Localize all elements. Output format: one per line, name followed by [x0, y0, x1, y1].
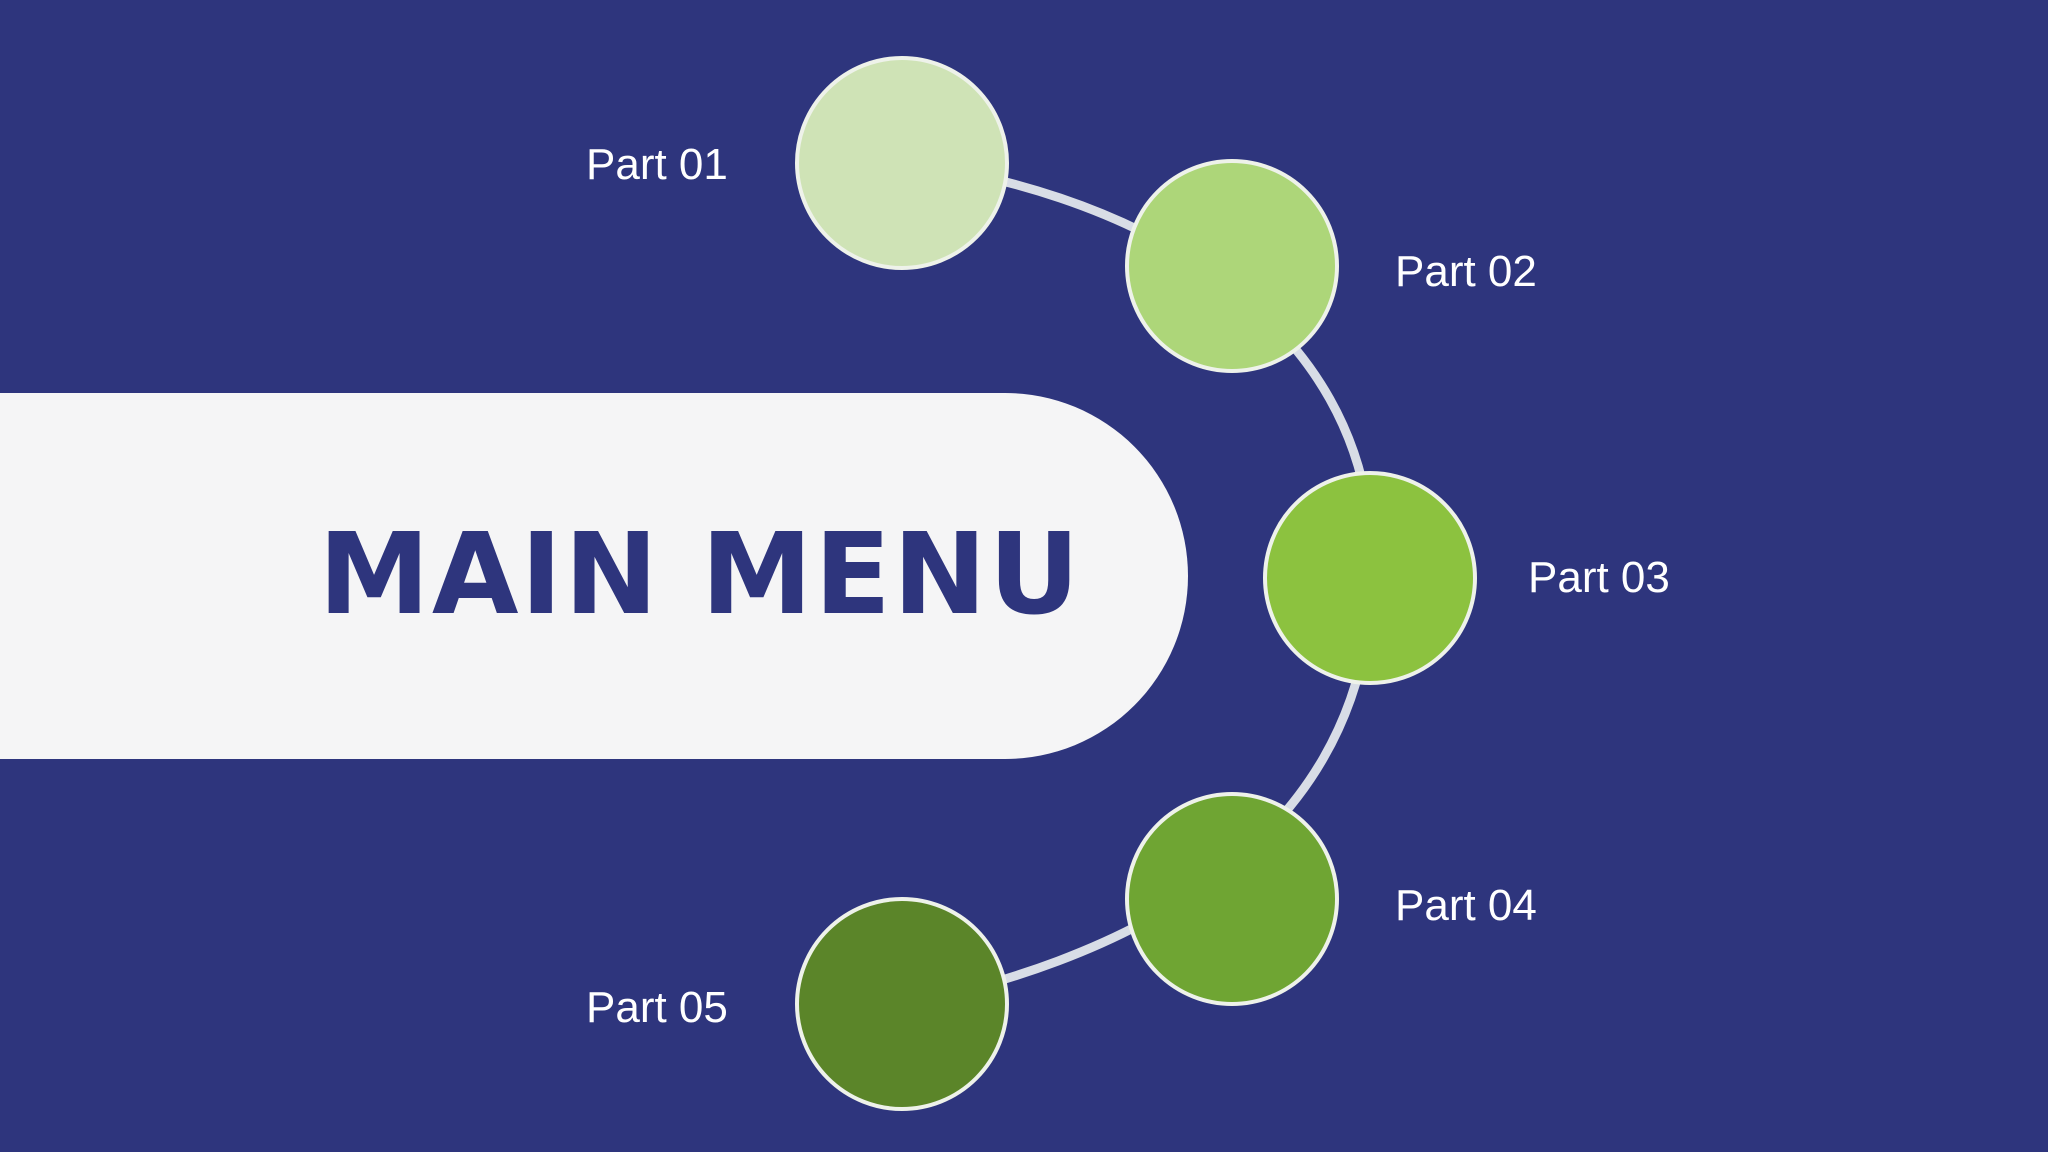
part-03-label[interactable]: Part 03	[1528, 553, 1670, 602]
part-03-circle[interactable]	[1263, 471, 1477, 685]
part-02-circle[interactable]	[1125, 159, 1339, 373]
slide-title: MAIN MENU	[318, 510, 1082, 640]
part-01-circle[interactable]	[795, 56, 1009, 270]
part-05-label[interactable]: Part 05	[586, 983, 728, 1032]
part-02-label[interactable]: Part 02	[1395, 247, 1537, 296]
part-01-label[interactable]: Part 01	[586, 140, 728, 189]
part-04-label[interactable]: Part 04	[1395, 881, 1537, 930]
part-05-circle[interactable]	[795, 897, 1009, 1111]
part-04-circle[interactable]	[1125, 792, 1339, 1006]
